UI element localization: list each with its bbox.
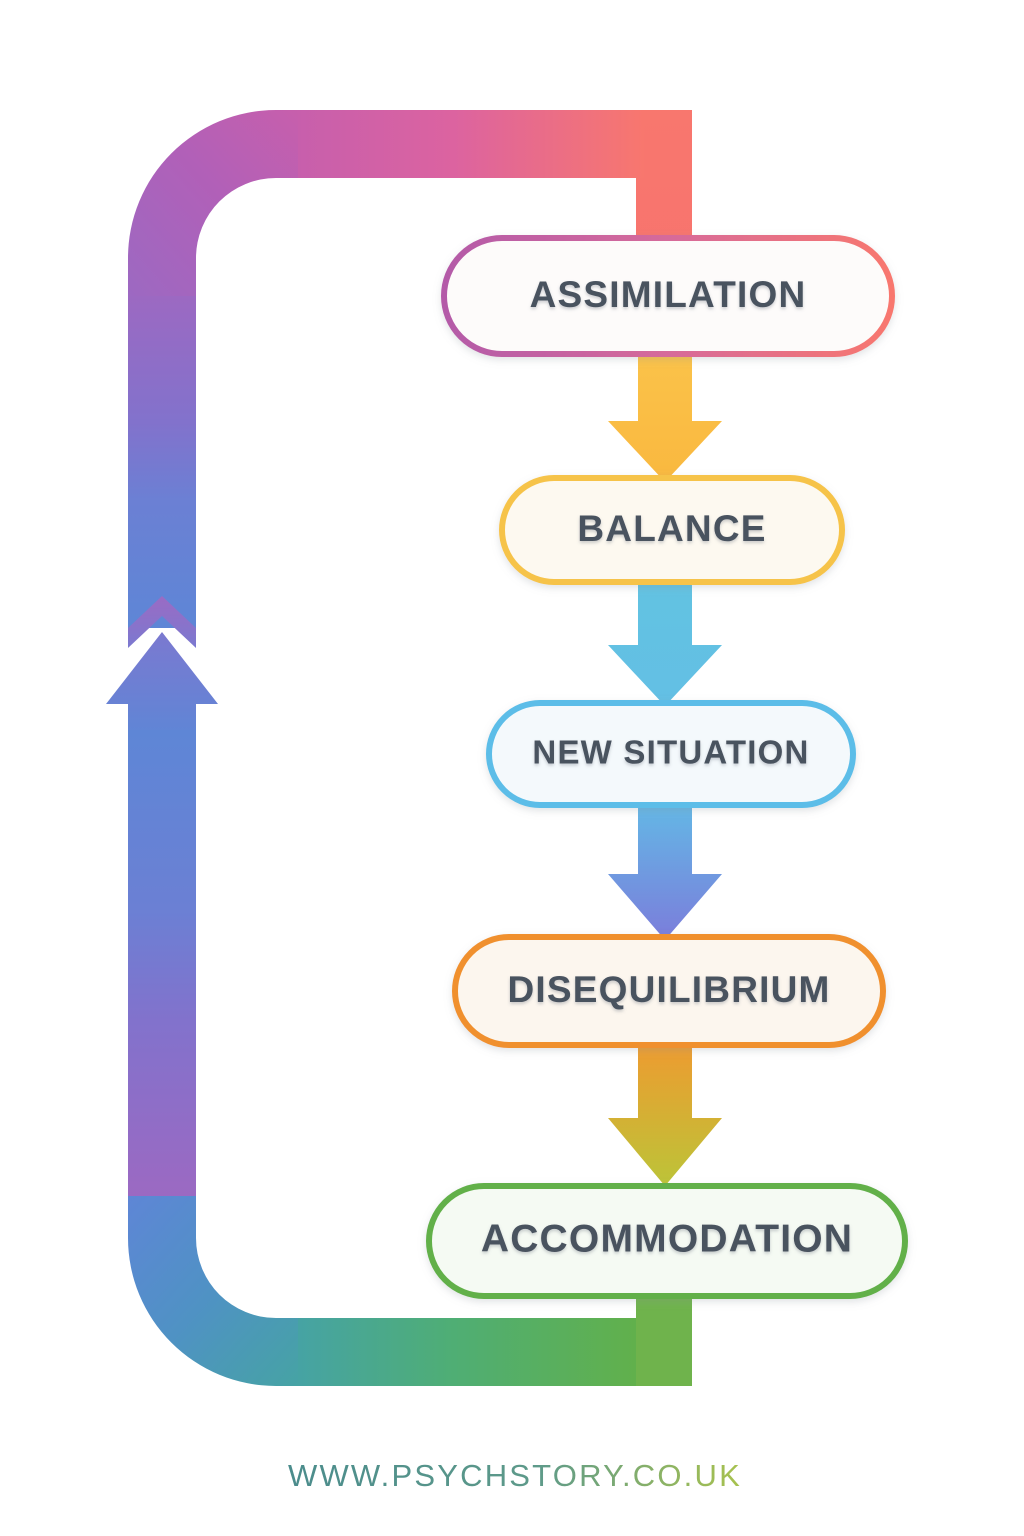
node-balance[interactable]: BALANCE — [499, 475, 845, 585]
node-balance-box[interactable] — [499, 475, 845, 585]
connector-arrows — [608, 348, 722, 1186]
loop-left-bar-lower — [128, 730, 196, 1200]
loop-arrowhead-icon — [106, 632, 218, 740]
loop-right-riser — [636, 1286, 692, 1386]
loop-chevron-upper-icon — [128, 596, 196, 648]
node-disequilibrium-box[interactable] — [452, 934, 886, 1048]
arrow-balance-to-new-situation — [608, 572, 722, 706]
node-accommodation-label: ACCOMMODATION — [481, 1217, 853, 1260]
loop-left-bar-upper — [128, 296, 196, 628]
node-accommodation[interactable]: ACCOMMODATION — [426, 1183, 908, 1299]
footer-website-label: WWW.PSYCHSTORY.CO.UK — [288, 1458, 742, 1493]
arrow-new-situation-to-disequilibrium — [608, 796, 722, 940]
node-assimilation[interactable]: ASSIMILATION — [441, 235, 895, 357]
node-new-situation-label: NEW SITUATION — [532, 734, 809, 771]
node-new-situation-box[interactable] — [486, 700, 856, 808]
node-assimilation-label: ASSIMILATION — [530, 274, 807, 315]
arrow-assimilation-to-balance — [608, 348, 722, 482]
loop-corner-bottom-left — [128, 1196, 298, 1386]
node-new-situation[interactable]: NEW SITUATION — [486, 700, 856, 808]
node-balance-label: BALANCE — [577, 508, 766, 549]
node-accommodation-box[interactable] — [426, 1183, 908, 1299]
loop-bottom-bar — [298, 1318, 644, 1386]
feedback-loop — [106, 110, 692, 1386]
loop-corner-top-left — [128, 110, 298, 300]
node-disequilibrium[interactable]: DISEQUILIBRIUM — [452, 934, 886, 1048]
arrow-disequilibrium-to-accommodation — [608, 1040, 722, 1186]
node-assimilation-box[interactable] — [441, 235, 895, 357]
node-disequilibrium-label: DISEQUILIBRIUM — [507, 969, 830, 1010]
loop-top-bar — [298, 110, 644, 178]
